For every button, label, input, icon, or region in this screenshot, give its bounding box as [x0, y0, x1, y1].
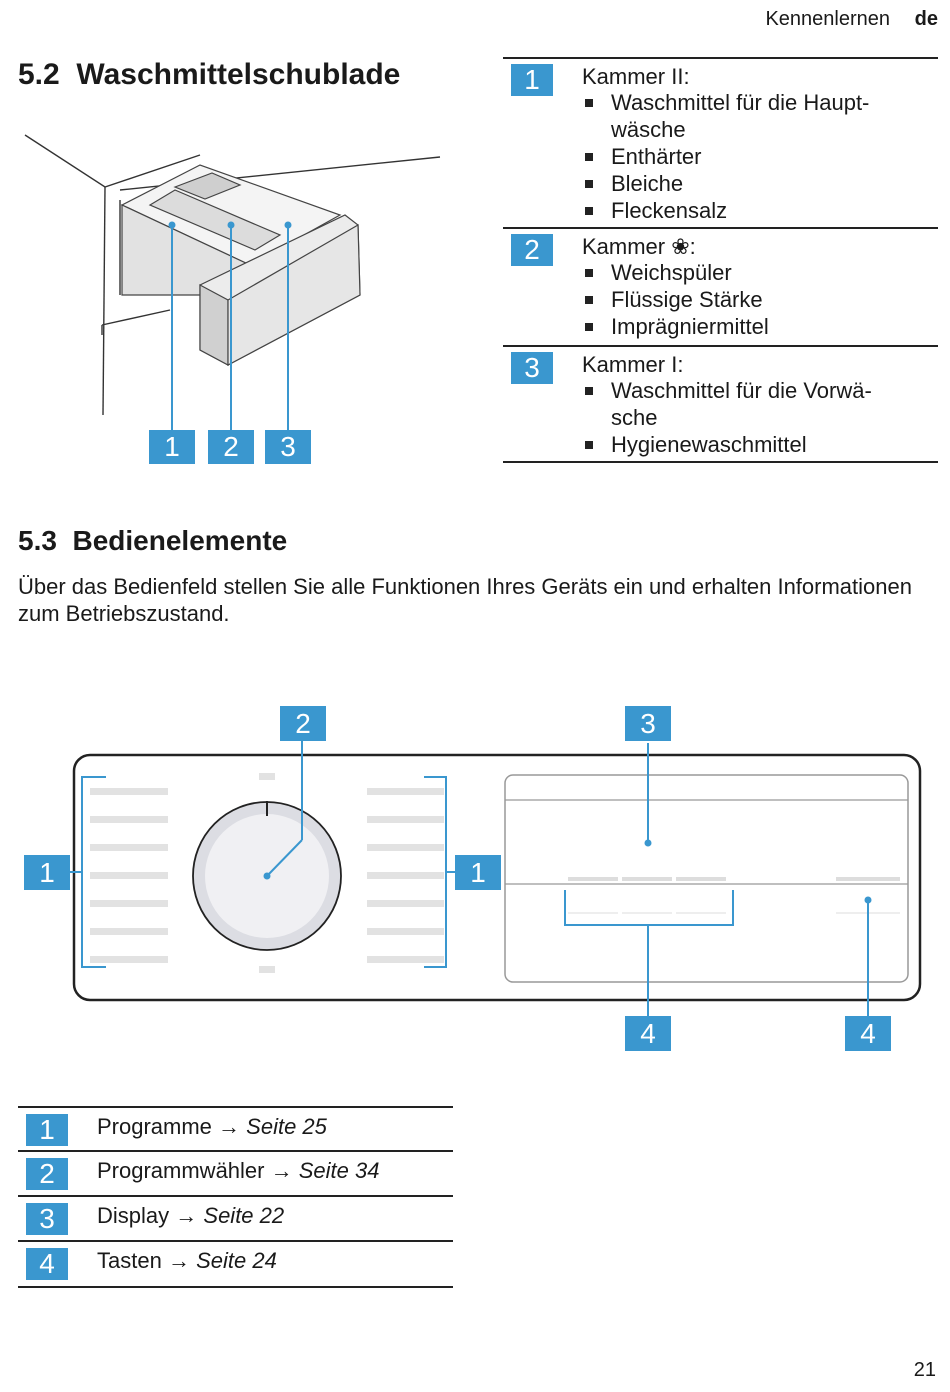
chamber-row: 1 Kammer II: Waschmittel für die Haupt- … [503, 57, 938, 229]
legend-row: 4 Tasten → Seite 24 [18, 1240, 453, 1288]
chamber-items: Weichspüler Flüssige Stärke Imprägniermi… [583, 259, 923, 340]
chamber-title: Kammer I: [582, 352, 684, 377]
chamber-item: Waschmittel für die Vorwä- sche [583, 377, 923, 431]
chamber-item: Bleiche [583, 170, 923, 197]
legend-badge: 1 [26, 1114, 68, 1146]
page-reference-link[interactable]: Seite 22 [203, 1203, 285, 1228]
chamber-badge: 3 [511, 352, 553, 384]
callout-badge: 1 [455, 855, 501, 890]
page-reference-link[interactable]: Seite 25 [246, 1114, 327, 1139]
detergent-drawer-illustration [24, 134, 441, 433]
chamber-item: Flüssige Stärke [583, 286, 923, 313]
arrow-icon: → [175, 1203, 198, 1228]
chamber-row: 2 Kammer ❀: Weichspüler Flüssige Stärke … [503, 227, 938, 347]
page-number: 21 [913, 1359, 936, 1381]
section-number: 5.3 [18, 525, 57, 556]
chamber-item: Fleckensalz [583, 197, 923, 224]
legend-badge: 2 [26, 1158, 68, 1190]
chamber-item: Hygienewaschmittel [583, 431, 923, 458]
section-number: 5.2 [18, 58, 60, 91]
legend-text: Tasten → Seite 24 [97, 1248, 277, 1274]
legend-text: Programme → Seite 25 [97, 1114, 327, 1140]
chamber-item: Waschmittel für die Haupt- wäsche [583, 89, 923, 143]
arrow-icon: → [167, 1248, 190, 1273]
page-reference-link[interactable]: Seite 34 [298, 1158, 380, 1183]
legend-label: Display [97, 1203, 170, 1228]
legend-text: Display → Seite 22 [97, 1203, 284, 1229]
chamber-title: Kammer ❀: [582, 234, 696, 259]
page-reference-link[interactable]: Seite 24 [196, 1248, 277, 1273]
callout-badge: 4 [625, 1016, 671, 1051]
legend-label: Programme [97, 1114, 212, 1139]
legend-row: 1 Programme → Seite 25 [18, 1106, 453, 1152]
chamber-items: Waschmittel für die Haupt- wäsche Enthär… [583, 89, 923, 224]
legend-text: Programmwähler → Seite 34 [97, 1158, 379, 1184]
chamber-item: Enthärter [583, 143, 923, 170]
callout-badge: 4 [845, 1016, 891, 1051]
callout-badge: 3 [265, 430, 311, 464]
chamber-items: Waschmittel für die Vorwä- sche Hygienew… [583, 377, 923, 458]
arrow-icon: → [218, 1114, 241, 1139]
legend-row: 2 Programmwähler → Seite 34 [18, 1150, 453, 1197]
legend-label: Tasten [97, 1248, 162, 1273]
legend-label: Programmwähler [97, 1158, 265, 1183]
legend-badge: 3 [26, 1203, 68, 1235]
arrow-icon: → [270, 1158, 293, 1183]
section-title: Waschmittelschublade [76, 58, 401, 91]
chamber-item: Weichspüler [583, 259, 923, 286]
chamber-badge: 2 [511, 234, 553, 266]
legend-row: 3 Display → Seite 22 [18, 1195, 453, 1242]
running-header-lang: de [914, 8, 938, 30]
section-title: Bedienelemente [72, 525, 288, 556]
chamber-title: Kammer II: [582, 64, 690, 89]
chamber-item: Imprägniermittel [583, 313, 923, 340]
running-header-section: Kennenlernen [765, 8, 890, 30]
legend-badge: 4 [26, 1248, 68, 1280]
callout-badge: 2 [208, 430, 254, 464]
callout-badge: 3 [625, 706, 671, 741]
section-heading-controls: 5.3 Bedienelemente [18, 525, 287, 557]
chamber-row: 3 Kammer I: Waschmittel für die Vorwä- s… [503, 345, 938, 463]
callout-badge: 1 [24, 855, 70, 890]
section-heading-drawer: 5.2 Waschmittelschublade [18, 58, 400, 92]
callout-badge: 1 [149, 430, 195, 464]
chamber-badge: 1 [511, 64, 553, 96]
callout-badge: 2 [280, 706, 326, 741]
intro-paragraph: Über das Bedienfeld stellen Sie alle Fun… [18, 574, 912, 626]
